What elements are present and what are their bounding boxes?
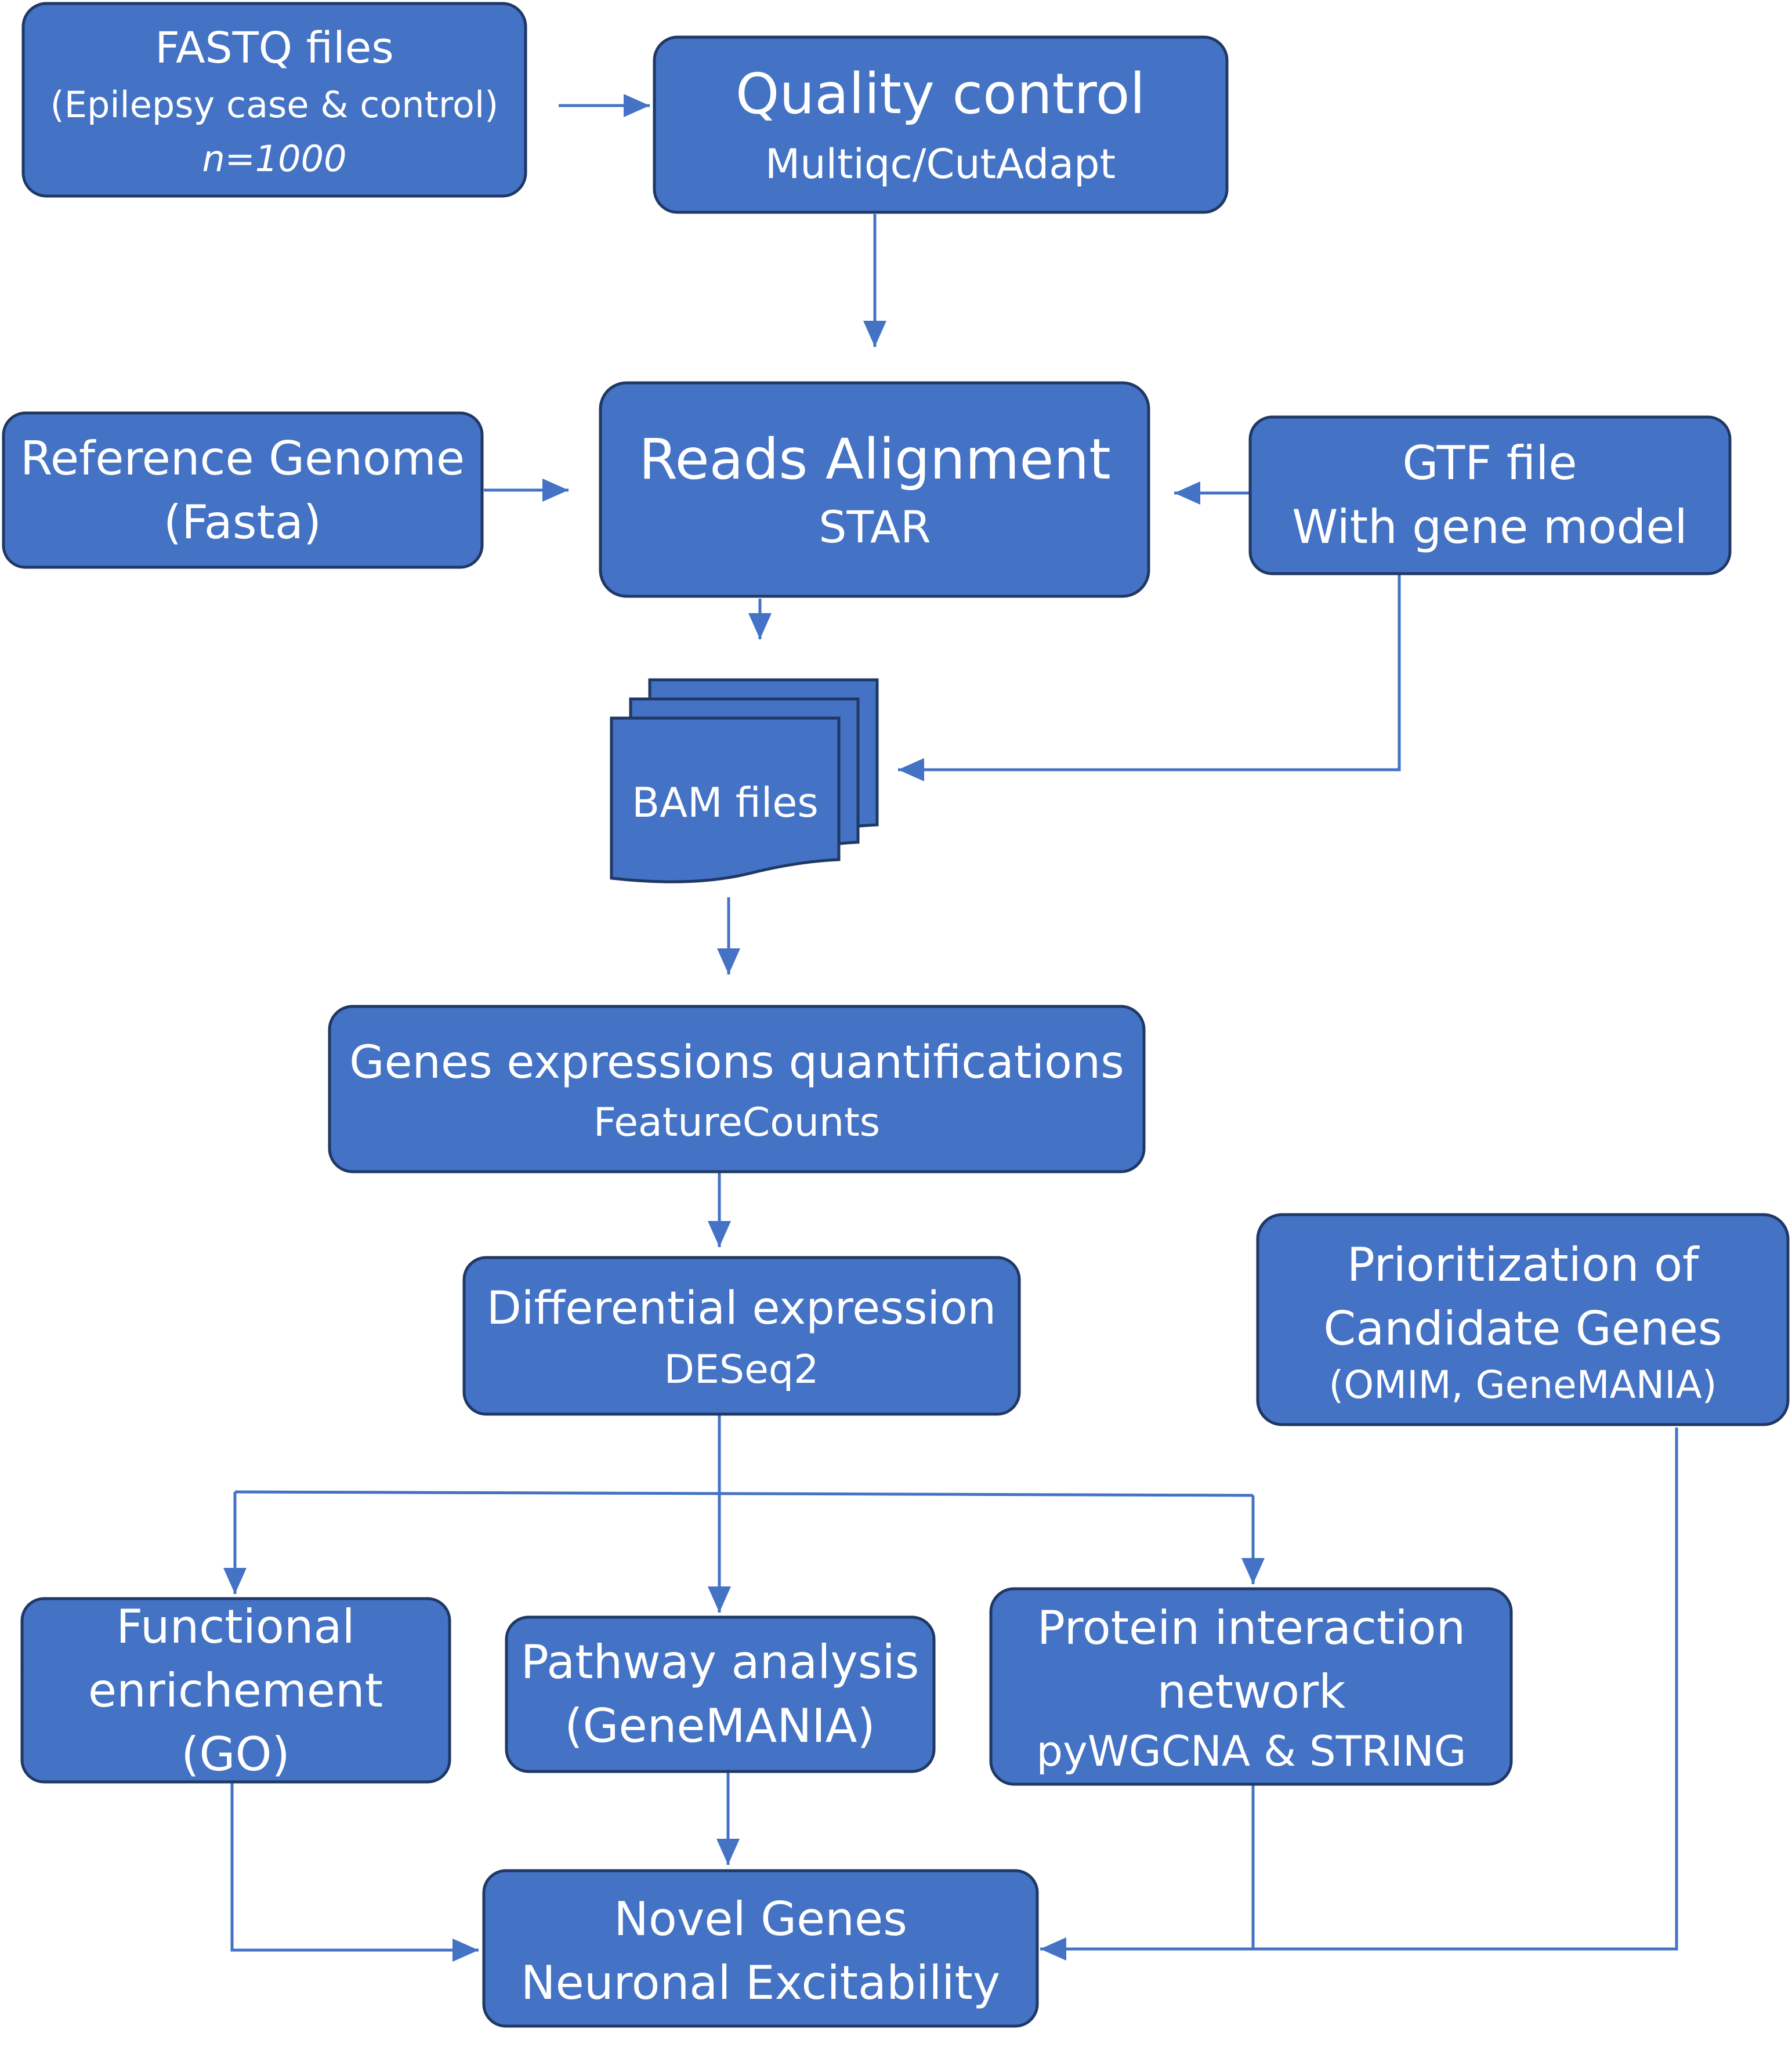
functional-title: Functional [116,1600,355,1654]
fastq-files-box: FASTQ files (Epilepsy case & control) n=… [21,2,527,198]
functional-source: (GO) [181,1727,289,1781]
pathway-title: Pathway analysis [521,1635,919,1689]
qc-title: Quality control [736,61,1145,126]
reference-genome-box: Reference Genome (Fasta) [2,411,484,569]
functional-subtitle: enrichement [88,1664,383,1718]
connectors [223,94,1678,1962]
de-branch-horizontal [234,1490,1254,1497]
fastq-title: FASTQ files [155,23,394,73]
alignment-title: Reads Alignment [639,427,1111,492]
prioritization-sources: (OMIM, GeneMANIA) [1328,1363,1717,1407]
prioritization-subtitle: Candidate Genes [1323,1302,1722,1356]
bam-document-front [610,716,841,883]
bam-files-label: BAM files [632,779,819,827]
quantification-title: Genes expressions quantifications [349,1037,1124,1089]
reads-alignment-box: Reads Alignment STAR [599,381,1150,598]
functional-enrichment-box: Functional enrichement (GO) [20,1597,451,1784]
novel-subtitle: Neuronal Excitability [521,1956,1000,2010]
de-tool: DESeq2 [664,1347,819,1393]
fastq-sample-count: n=1000 [202,137,346,180]
protein-interaction-network-box: Protein interaction network pyWGCNA & ST… [989,1587,1513,1786]
differential-expression-box: Differential expression DESeq2 [462,1256,1021,1416]
ppi-subtitle: network [1157,1665,1346,1719]
bam-files-document-stack: BAM files [610,678,879,883]
novel-genes-box: Novel Genes Neuronal Excitability [482,1869,1039,2028]
quality-control-box: Quality control Multiqc/CutAdapt [653,35,1229,214]
novel-title: Novel Genes [614,1892,907,1946]
pathway-analysis-box: Pathway analysis (GeneMANIA) [505,1615,936,1773]
candidate-gene-prioritization-box: Prioritization of Candidate Genes (OMIM,… [1256,1213,1790,1426]
gtf-file-box: GTF file With gene model [1248,415,1732,575]
ppi-tools: pyWGCNA & STRING [1036,1727,1466,1776]
reference-format: (Fasta) [164,495,321,549]
prioritization-title: Prioritization of [1347,1238,1700,1292]
de-title: Differential expression [487,1282,997,1335]
gtf-title: GTF file [1402,436,1577,490]
pathway-tool: (GeneMANIA) [564,1699,875,1753]
arrow-gtf-to-bam [898,574,1401,781]
fastq-subtitle: (Epilepsy case & control) [50,84,499,126]
qc-tool: Multiqc/CutAdapt [765,140,1116,188]
alignment-tool: STAR [819,501,931,553]
arrow-prioritization-to-novel [1040,1428,1678,1961]
arrow-functional-to-novel [230,1782,479,1962]
quantification-tool: FeatureCounts [593,1100,880,1146]
ppi-title: Protein interaction [1037,1601,1466,1655]
gene-expression-quantification-box: Genes expressions quantifications Featur… [328,1005,1146,1173]
reference-title: Reference Genome [20,432,465,486]
gtf-description: With gene model [1292,500,1688,554]
